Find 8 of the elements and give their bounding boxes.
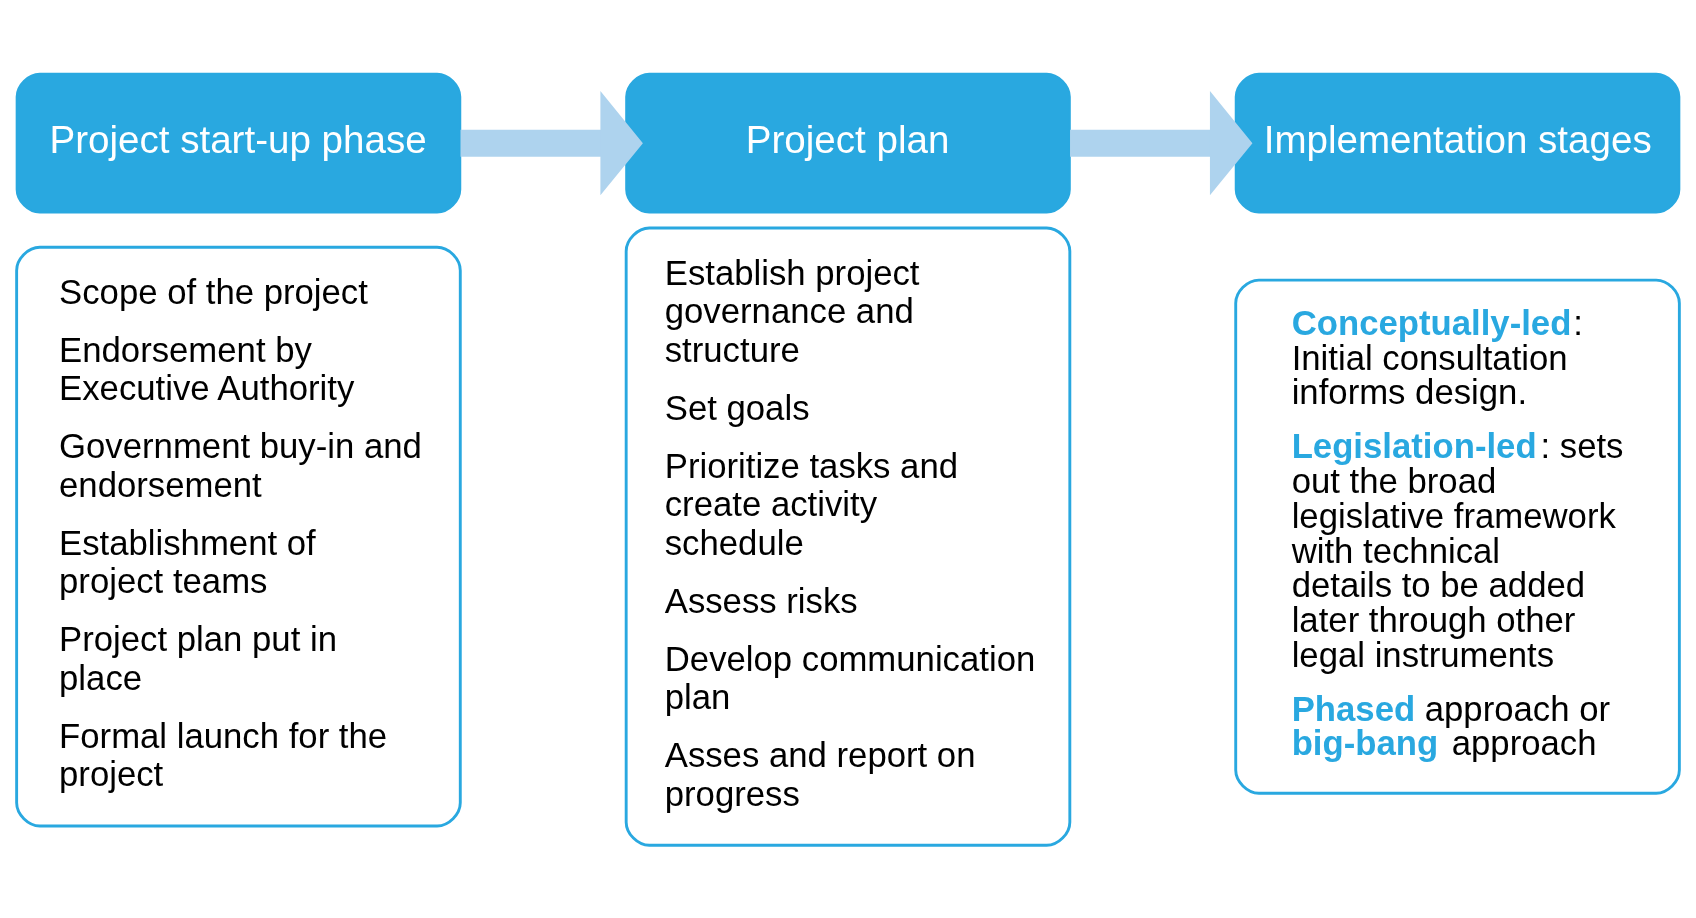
node-box: Implementation stages <box>1234 72 1681 214</box>
node-box: Establish project governance and structure Set goals Prioritize tasks and create activity schedule Assess risks Develop communication plan Asses and report on progress <box>624 226 1072 847</box>
arrow <box>1070 90 1253 195</box>
node-box: Project plan <box>625 72 1071 214</box>
node-box: Project start-up phase <box>15 72 462 214</box>
arrow <box>460 90 643 195</box>
node-box: Scope of the project Endorsement by Executive Authority Government buy-in and endorsement Establishment of project teams Project plan put in place Formal launch for the project <box>15 245 462 827</box>
node-box: Conceptually-led: Initial consultation informs design. Legislation-led: sets out the broad legislative framework with technical details to be added later through other legal instruments Phased approach or big-bang approach <box>1234 278 1681 795</box>
